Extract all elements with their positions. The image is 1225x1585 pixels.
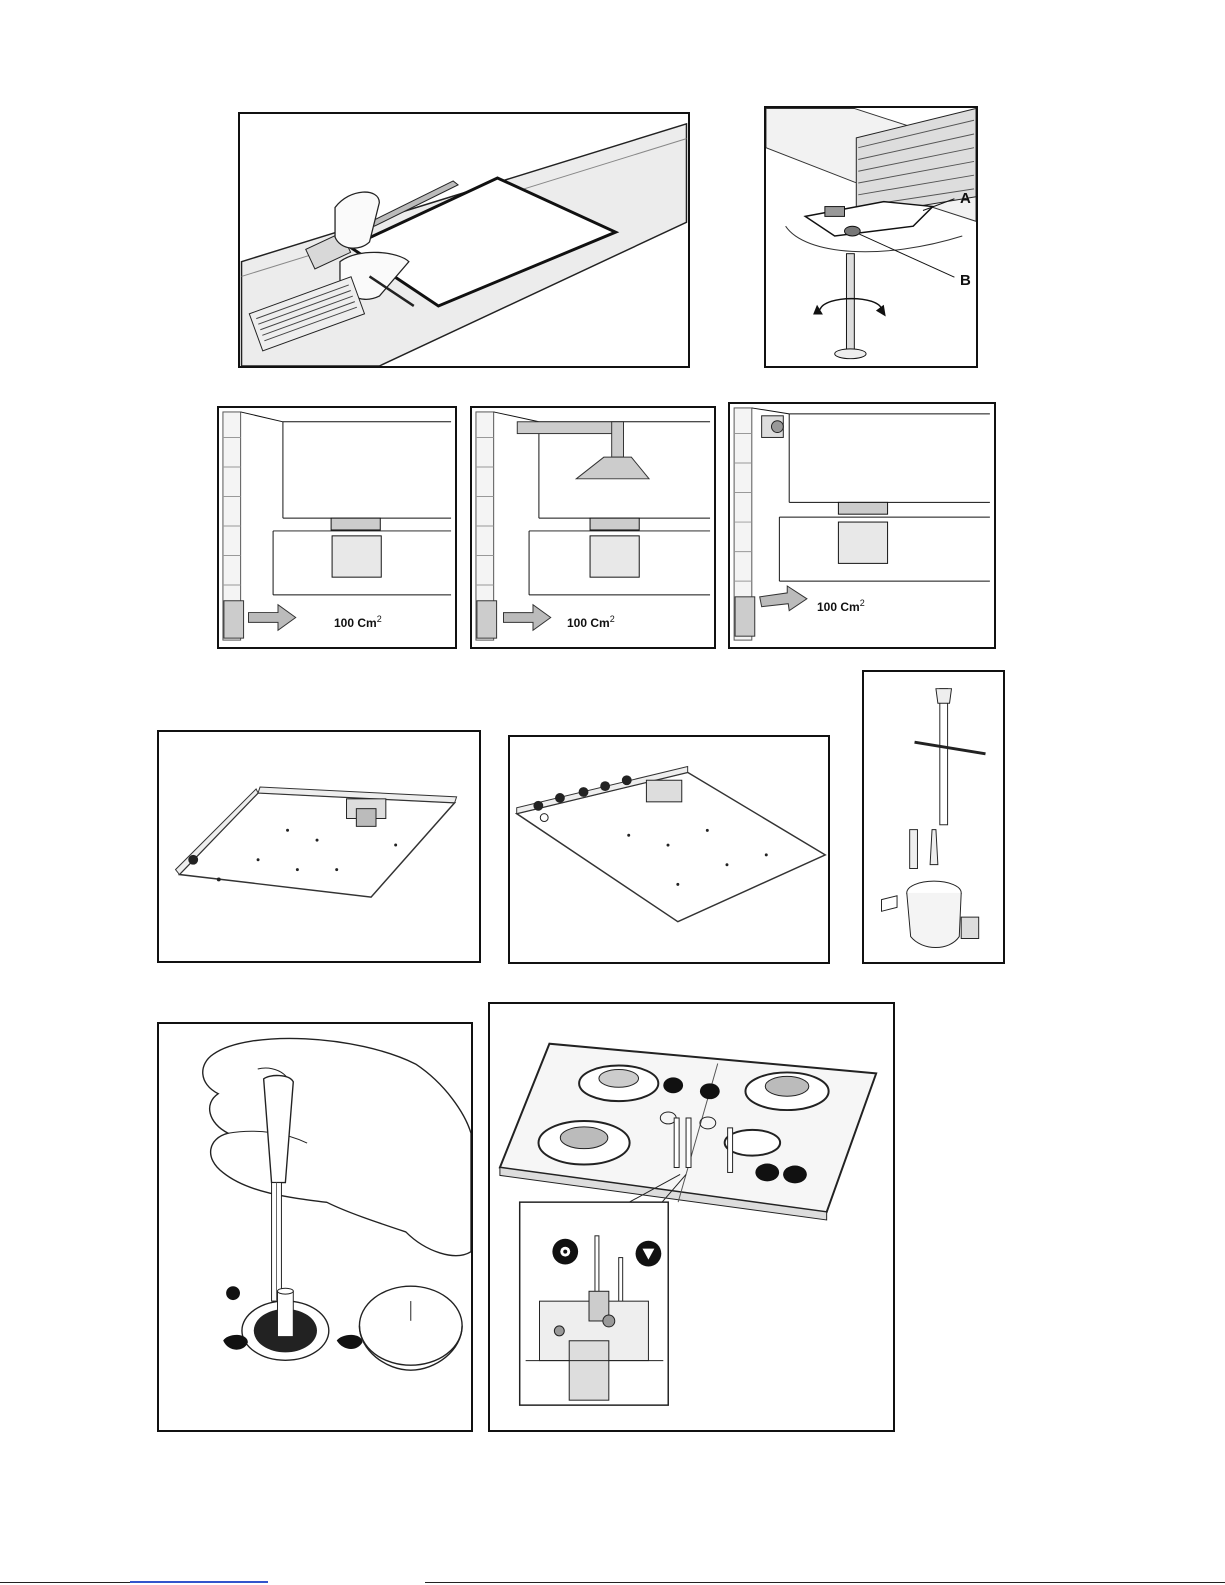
clamp-illustration [766,108,976,366]
figure-hob-underside-1 [157,730,481,963]
ventilation-area-label-3: 100 Cm2 [817,598,865,614]
figure-ventilation-3: 100 Cm2 [728,402,996,649]
label-b: B [960,272,971,289]
footer-rule-left [0,1582,130,1583]
ventilation-area-label-1: 100 Cm2 [334,614,382,630]
ventilation-illustration-2 [472,408,714,647]
ventilation-area-label-2: 100 Cm2 [567,614,615,630]
figure-tap-adjustment [157,1022,473,1432]
label-a: A [960,190,971,207]
spanner-illustration [864,672,1003,962]
figure-clamp-adjustment: A B [764,106,978,368]
figure-ventilation-1: 100 Cm2 [217,406,457,649]
countertop-illustration [240,114,688,366]
figure-hob-overview [488,1002,895,1432]
hob-underside-illustration-2 [510,737,828,962]
figure-ventilation-2: 100 Cm2 [470,406,716,649]
hob-overview-illustration [490,1004,893,1430]
hob-underside-illustration-1 [159,732,479,961]
ventilation-illustration-1 [219,408,455,647]
screwdriver-illustration [159,1024,471,1430]
figure-injector-spanner [862,670,1005,964]
footer-link-underline [130,1581,268,1583]
footer-rule-right [425,1582,1225,1583]
figure-hob-underside-2 [508,735,830,964]
figure-countertop-installation [238,112,690,368]
